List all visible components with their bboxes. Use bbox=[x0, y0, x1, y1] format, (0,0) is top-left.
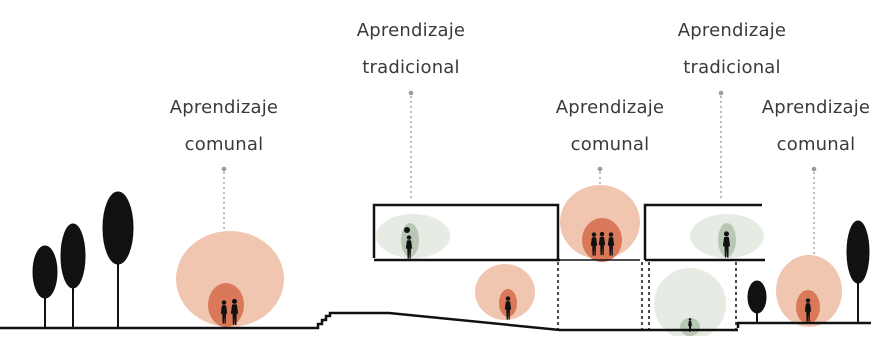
label-communal-2: Aprendizaje comunal bbox=[530, 98, 690, 155]
tree-icon bbox=[747, 280, 767, 324]
trees-left bbox=[32, 191, 134, 328]
label-line1: Aprendizaje bbox=[555, 97, 665, 118]
communal-zone-1 bbox=[176, 231, 284, 327]
label-line2: comunal bbox=[570, 134, 650, 155]
label-line2: tradicional bbox=[683, 57, 781, 78]
label-line1: Aprendizaje bbox=[677, 20, 787, 41]
tree-icon bbox=[102, 191, 134, 328]
trees-right bbox=[747, 220, 870, 324]
label-line2: comunal bbox=[184, 134, 264, 155]
label-line2: comunal bbox=[776, 134, 856, 155]
label-communal-3: Aprendizaje comunal bbox=[736, 98, 871, 155]
label-line2: tradicional bbox=[362, 57, 460, 78]
communal-zone-slope bbox=[475, 264, 535, 320]
building-section bbox=[0, 203, 871, 332]
tree-icon bbox=[60, 223, 86, 328]
label-traditional-2: Aprendizaje tradicional bbox=[652, 21, 812, 78]
label-line1: Aprendizaje bbox=[169, 97, 279, 118]
communal-zone-2 bbox=[560, 185, 640, 262]
label-communal-1: Aprendizaje comunal bbox=[144, 98, 304, 155]
leader-lines bbox=[221, 90, 817, 256]
label-line1: Aprendizaje bbox=[761, 97, 871, 118]
traditional-zone-3 bbox=[654, 268, 726, 340]
traditional-zone-1 bbox=[376, 214, 450, 258]
label-line1: Aprendizaje bbox=[356, 20, 466, 41]
people bbox=[220, 227, 812, 332]
label-traditional-1: Aprendizaje tradicional bbox=[331, 21, 491, 78]
balloon-icon bbox=[404, 227, 410, 233]
tree-icon bbox=[32, 245, 58, 328]
tree-icon bbox=[846, 220, 870, 324]
